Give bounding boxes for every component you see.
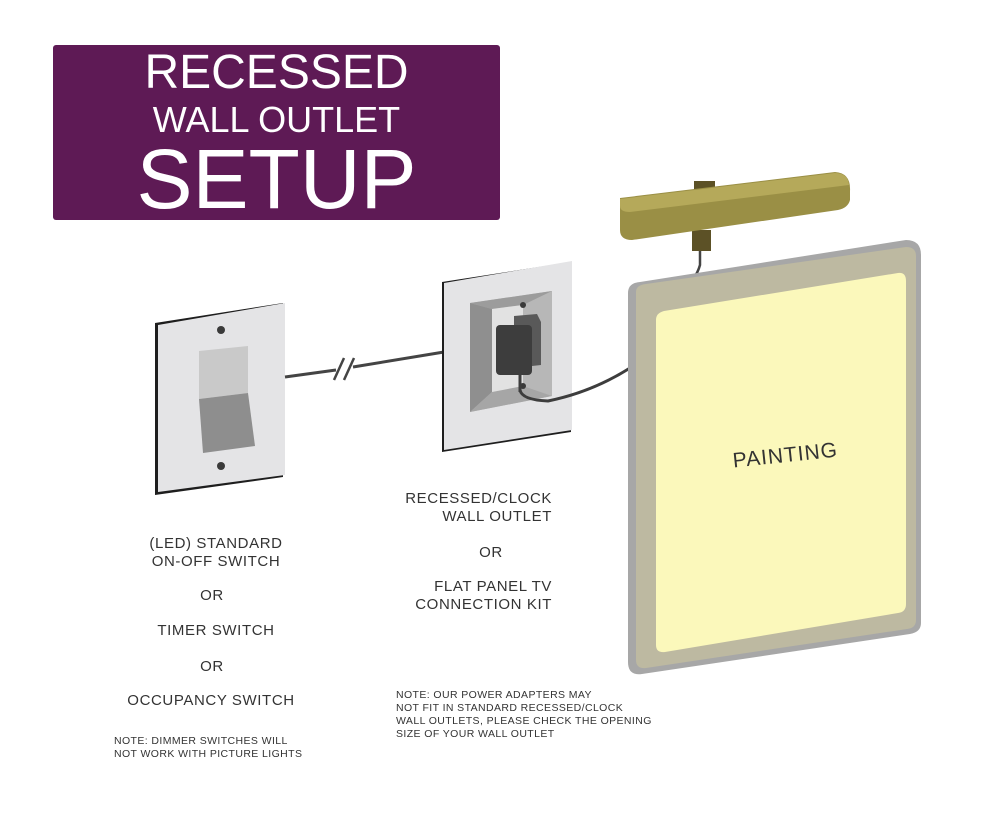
- outlet-option-1: RECESSED/CLOCK WALL OUTLET: [380, 490, 552, 526]
- title-line-2: WALL OUTLET: [152, 99, 401, 140]
- recessed-outlet: [442, 261, 631, 452]
- light-switch: [155, 303, 285, 495]
- switch-option-1-line-1: (LED) STANDARD: [149, 535, 283, 552]
- outlet-option-1-line-1: RECESSED/CLOCK: [405, 490, 552, 507]
- switch-toggle-top: [199, 346, 248, 399]
- outlet-note-line-2: NOT FIT IN STANDARD RECESSED/CLOCK: [396, 702, 624, 714]
- switch-toggle-bottom: [199, 393, 255, 453]
- outlet-or: OR: [479, 544, 503, 561]
- outlet-option-1-line-2: WALL OUTLET: [442, 508, 552, 525]
- switch-or-1: OR: [200, 587, 224, 604]
- outlet-note: NOTE: OUR POWER ADAPTERS MAY NOT FIT IN …: [396, 689, 652, 741]
- picture-light: [620, 172, 851, 279]
- switch-note-line-2: NOT WORK WITH PICTURE LIGHTS: [114, 748, 303, 760]
- switch-wire: [284, 350, 445, 381]
- switch-screw-top: [217, 326, 225, 334]
- switch-option-3: OCCUPANCY SWITCH: [127, 692, 295, 709]
- outlet-option-2: FLAT PANEL TV CONNECTION KIT: [380, 578, 552, 614]
- switch-or-2: OR: [200, 658, 224, 675]
- outlet-option-2-line-2: CONNECTION KIT: [415, 596, 552, 613]
- switch-option-1-line-2: ON-OFF SWITCH: [151, 553, 281, 570]
- title-line-1: RECESSED: [144, 46, 409, 99]
- switch-option-1: (LED) STANDARD ON-OFF SWITCH: [136, 535, 296, 571]
- painting: PAINTING: [628, 240, 921, 675]
- switch-note: NOTE: DIMMER SWITCHES WILL NOT WORK WITH…: [114, 735, 302, 761]
- switch-note-line-1: NOTE: DIMMER SWITCHES WILL: [114, 735, 288, 747]
- outlet-note-line-4: SIZE OF YOUR WALL OUTLET: [396, 728, 555, 740]
- title-banner: RECESSED WALL OUTLET SETUP: [53, 45, 500, 225]
- outlet-note-line-3: WALL OUTLETS, PLEASE CHECK THE OPENING: [396, 715, 652, 727]
- title-line-3: SETUP: [136, 132, 417, 226]
- switch-screw-bottom: [217, 462, 225, 470]
- switch-option-2: TIMER SWITCH: [157, 622, 275, 639]
- outlet-note-line-1: NOTE: OUR POWER ADAPTERS MAY: [396, 689, 592, 701]
- power-adapter: [496, 325, 532, 375]
- painting-canvas: [656, 272, 906, 653]
- outlet-option-2-line-1: FLAT PANEL TV: [434, 578, 552, 595]
